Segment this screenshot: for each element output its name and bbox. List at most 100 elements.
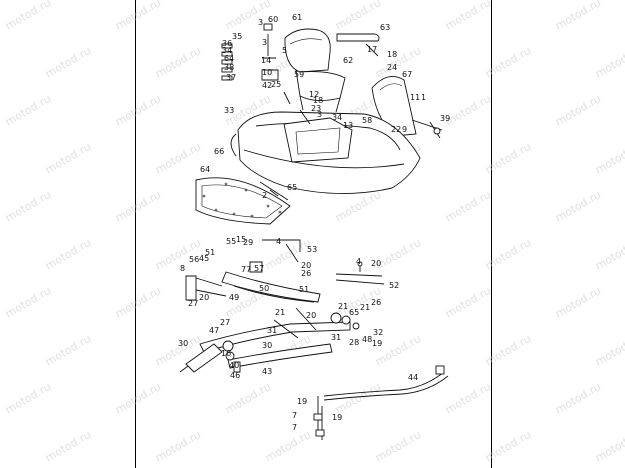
part-number-callout: 49 [229, 293, 239, 302]
watermark-text: motod.ru [483, 428, 533, 464]
seat-drawing [284, 28, 346, 113]
watermark-text: motod.ru [113, 0, 163, 33]
part-number-callout: 63 [380, 23, 390, 32]
part-number-callout: 26 [371, 298, 381, 307]
part-number-callout: 10 [262, 68, 272, 77]
part-number-callout: 32 [373, 328, 383, 337]
body-shell-drawing [230, 111, 421, 201]
part-number-callout: 31 [267, 326, 277, 335]
part-number-callout: 34 [332, 113, 342, 122]
part-number-callout: 39 [440, 114, 450, 123]
watermark-text: motod.ru [3, 380, 53, 416]
part-number-callout: 13 [343, 121, 353, 130]
part-number-callout: 34 [222, 46, 232, 55]
part-number-callout: 3 [262, 38, 267, 47]
part-number-callout: 8 [180, 264, 185, 273]
part-number-callout: 2 [262, 191, 267, 200]
part-number-callout: 53 [307, 245, 317, 254]
part-number-callout: 64 [224, 54, 234, 63]
part-number-callout: 7 [292, 423, 297, 432]
part-number-callout: 38 [224, 63, 234, 72]
part-number-callout: 23 [311, 104, 321, 113]
part-number-callout: 27 [220, 318, 230, 327]
part-number-callout: 40 [229, 361, 239, 370]
part-number-callout: 22 [391, 125, 401, 134]
part-number-callout: 65 [349, 308, 359, 317]
watermark-text: motod.ru [373, 44, 423, 80]
grab-rail-drawing [336, 33, 380, 57]
part-number-callout: 59 [294, 70, 304, 79]
part-number-callout: 30 [178, 339, 188, 348]
part-number-callout: 44 [408, 373, 418, 382]
watermark-text: motod.ru [553, 380, 603, 416]
watermark-text: motod.ru [3, 284, 53, 320]
watermark-text: motod.ru [3, 92, 53, 128]
part-number-callout: 52 [389, 281, 399, 290]
watermark-text: motod.ru [263, 428, 313, 464]
part-number-callout: 58 [362, 116, 372, 125]
part-number-callout: 33 [224, 106, 234, 115]
part-number-callout: 35 [232, 32, 242, 41]
watermark-text: motod.ru [113, 188, 163, 224]
part-number-callout: 4 [276, 237, 281, 246]
watermark-text: motod.ru [443, 0, 493, 33]
watermark-text: motod.ru [593, 332, 625, 368]
part-number-callout: 20 [306, 311, 316, 320]
part-number-callout: 19 [372, 339, 382, 348]
watermark-text: motod.ru [443, 92, 493, 128]
part-number-callout: 25 [271, 80, 281, 89]
part-number-callout: 45 [199, 254, 209, 263]
cable-right-drawing [335, 261, 385, 285]
part-number-callout: 51 [205, 248, 215, 257]
part-number-callout: 56 [189, 255, 199, 264]
watermark-text: motod.ru [113, 284, 163, 320]
axle-drawing [179, 340, 241, 373]
floor-panel-drawing [195, 177, 291, 225]
watermark-text: motod.ru [3, 0, 53, 33]
watermark-text: motod.ru [153, 428, 203, 464]
part-number-callout: 50 [259, 284, 269, 293]
part-number-callout: 21 [275, 308, 285, 317]
part-number-callout: 28 [349, 338, 359, 347]
part-number-callout: 9 [402, 125, 407, 134]
part-number-callout: 36 [222, 39, 232, 48]
watermark-text: motod.ru [593, 140, 625, 176]
watermark-text: motod.ru [43, 332, 93, 368]
part-number-callout: 27 [188, 299, 198, 308]
watermark-text: motod.ru [553, 188, 603, 224]
part-number-callout: 65 [287, 183, 297, 192]
part-number-callout: 60 [268, 15, 278, 24]
watermark-text: motod.ru [483, 332, 533, 368]
part-number-callout: 16 [221, 349, 231, 358]
watermark-text: motod.ru [43, 140, 93, 176]
watermark-text: motod.ru [43, 428, 93, 464]
part-number-callout: 21 [338, 302, 348, 311]
brake-cable-drawing [313, 365, 449, 440]
part-number-callout: 47 [209, 326, 219, 335]
part-number-callout: 18 [387, 50, 397, 59]
watermark-text: motod.ru [483, 44, 533, 80]
part-number-callout: 20 [301, 261, 311, 270]
part-number-callout: 26 [301, 269, 311, 278]
part-number-callout: 24 [387, 63, 397, 72]
frame-drawing [185, 239, 321, 303]
part-number-callout: 20 [371, 259, 381, 268]
part-number-callout: 67 [402, 70, 412, 79]
part-number-callout: 46 [230, 371, 240, 380]
part-number-callout: 64 [200, 165, 210, 174]
part-number-callout: 20 [199, 293, 209, 302]
part-number-callout: 77 [241, 265, 251, 274]
part-number-callout: 14 [261, 56, 271, 65]
watermark-text: motod.ru [443, 284, 493, 320]
watermark-text: motod.ru [483, 140, 533, 176]
watermark-text: motod.ru [553, 284, 603, 320]
part-number-callout: 29 [243, 238, 253, 247]
part-number-callout: 62 [343, 56, 353, 65]
part-number-callout: 7 [292, 411, 297, 420]
part-number-callout: 57 [254, 264, 264, 273]
watermark-text: motod.ru [593, 428, 625, 464]
part-number-callout: 11 [410, 93, 420, 102]
